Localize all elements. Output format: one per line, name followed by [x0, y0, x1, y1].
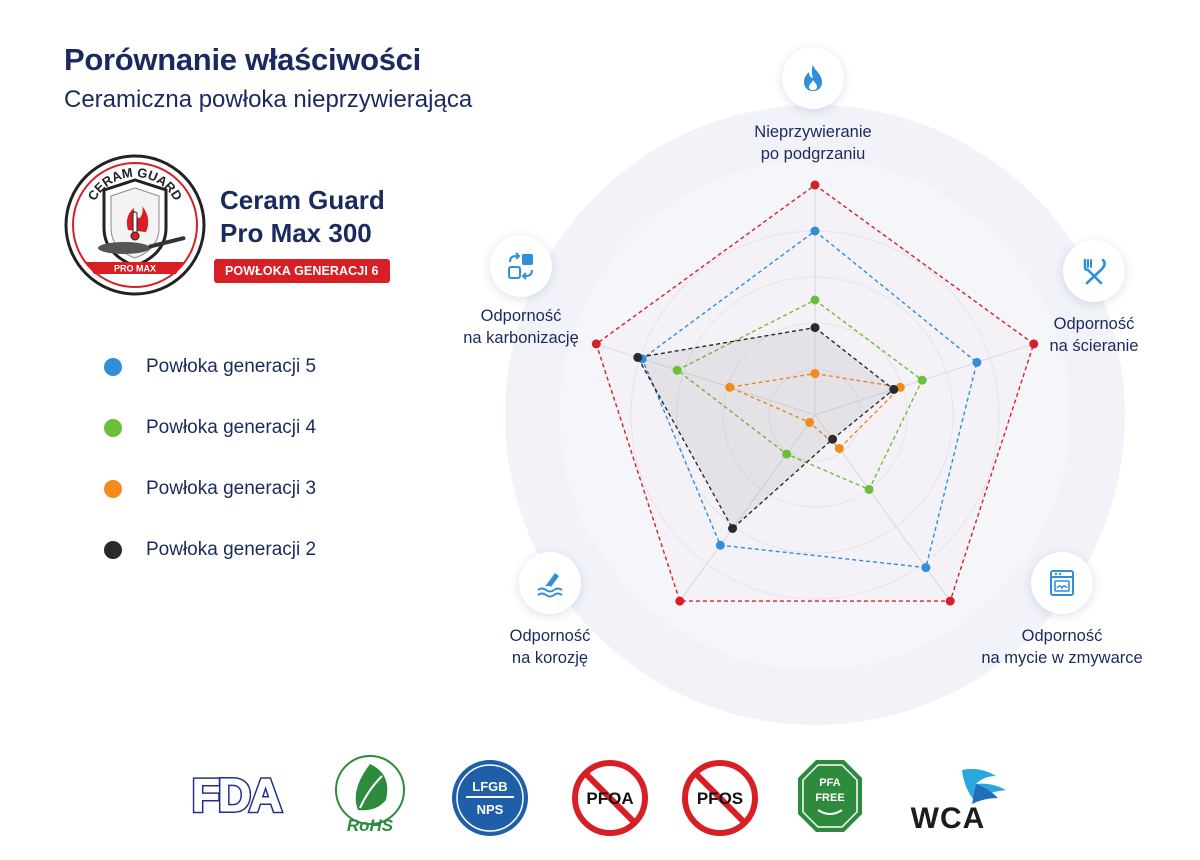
generation-badge: POWŁOKA GENERACJI 6 — [214, 259, 390, 283]
legend-dot-gen4 — [104, 418, 122, 437]
point-pow-oka-generacji-5-axis-4 — [715, 540, 725, 550]
point-pow-oka-generacji-6-axis-2 — [1029, 339, 1039, 349]
svg-text:PRO MAX: PRO MAX — [114, 264, 156, 274]
point-pow-oka-generacji-4-axis-2 — [917, 375, 927, 385]
point-pow-oka-generacji-2-axis-4 — [728, 524, 738, 534]
svg-text:FREE: FREE — [815, 792, 844, 804]
svg-text:PFA: PFA — [819, 777, 840, 789]
point-pow-oka-generacji-2-axis-2 — [889, 384, 899, 394]
legend-label-gen4: Powłoka generacji 4 — [146, 416, 317, 438]
point-pow-oka-generacji-6-axis-4 — [675, 596, 685, 606]
svg-text:LFGB: LFGB — [472, 779, 507, 794]
flame-icon — [782, 47, 844, 109]
svg-text:PFOA: PFOA — [586, 789, 633, 808]
point-pow-oka-generacji-3-axis-1 — [810, 369, 820, 379]
point-pow-oka-generacji-2-axis-3 — [828, 434, 838, 444]
axis-label-5: Odporność na karbonizację — [463, 307, 579, 347]
corrosion-icon — [519, 552, 581, 614]
pfa-free-logo: PFA FREE — [798, 760, 862, 832]
point-pow-oka-generacji-4-axis-3 — [864, 484, 874, 494]
point-pow-oka-generacji-4-axis-4 — [782, 449, 792, 459]
legend-item-gen3: Powłoka generacji 3 — [104, 458, 316, 519]
radar-spoke-4 — [679, 414, 816, 602]
legend-label-gen2: Powłoka generacji 2 — [146, 538, 317, 560]
page-subtitle: Ceramiczna powłoka nieprzywierająca — [64, 86, 473, 113]
svg-text:RoHS: RoHS — [347, 816, 394, 835]
rohs-logo: RoHS — [335, 755, 405, 835]
point-pow-oka-generacji-6-axis-5 — [591, 339, 601, 349]
point-pow-oka-generacji-3-axis-4 — [805, 417, 815, 427]
page-title: Porównanie właściwości — [64, 42, 421, 77]
fork-knife-icon — [1063, 240, 1125, 302]
series-line-pow-oka-generacji-6 — [595, 184, 1035, 602]
carbonization-icon — [490, 235, 552, 297]
point-pow-oka-generacji-3-axis-3 — [834, 443, 844, 453]
point-pow-oka-generacji-5-axis-1 — [810, 226, 820, 236]
svg-text:FDA: FDA — [192, 769, 281, 821]
legend-dot-gen3 — [104, 479, 122, 498]
chart-legend: Powłoka generacji 5 Powłoka generacji 4 … — [104, 336, 316, 580]
point-pow-oka-generacji-5-axis-2 — [972, 357, 982, 367]
svg-text:FDA: FDA — [192, 769, 281, 821]
dishwasher-icon — [1031, 552, 1093, 614]
fda-logo: FDA FDA — [190, 768, 285, 822]
svg-text:NPS: NPS — [477, 802, 504, 817]
axis-label-1: Nieprzywieranie po podgrzaniu — [754, 123, 872, 163]
point-pow-oka-generacji-5-axis-3 — [921, 563, 931, 573]
series-line-pow-oka-generacji-3 — [727, 372, 902, 450]
point-pow-oka-generacji-6-axis-3 — [945, 596, 955, 606]
legend-label-gen5: Powłoka generacji 5 — [146, 355, 317, 377]
axis-label-2: Odporność na ścieranie — [1049, 315, 1139, 355]
point-pow-oka-generacji-6-axis-1 — [810, 180, 820, 190]
wca-logo: WCA — [911, 768, 1006, 835]
ceram-guard-logo: PRO MAX CERAM GUARD — [64, 154, 206, 296]
lfgb-nps-logo: LFGB NPS — [452, 760, 528, 836]
product-name-line1: Ceram Guard — [220, 185, 385, 215]
point-pow-oka-generacji-2-axis-5 — [633, 352, 643, 362]
legend-dot-gen2 — [104, 540, 122, 559]
axis-label-3: Odporność na mycie w zmywarce — [981, 627, 1143, 667]
legend-dot-gen5 — [104, 357, 122, 376]
pfos-free-logo: PFOS — [682, 760, 758, 836]
legend-item-gen2: Powłoka generacji 2 — [104, 519, 316, 580]
svg-text:PFOS: PFOS — [697, 789, 743, 808]
radar-chart — [505, 105, 1125, 725]
product-name: Ceram Guard Pro Max 300 — [220, 184, 385, 250]
point-pow-oka-generacji-3-axis-5 — [725, 382, 735, 392]
axis-label-4: Odporność na korozję — [509, 627, 591, 667]
point-pow-oka-generacji-2-axis-1 — [810, 323, 820, 333]
legend-item-gen5: Powłoka generacji 5 — [104, 336, 316, 397]
series-line-pow-oka-generacji-5 — [641, 230, 978, 569]
legend-label-gen3: Powłoka generacji 3 — [146, 477, 317, 499]
legend-item-gen4: Powłoka generacji 4 — [104, 397, 316, 458]
point-pow-oka-generacji-4-axis-5 — [672, 365, 682, 375]
product-name-line2: Pro Max 300 — [220, 218, 372, 248]
svg-text:WCA: WCA — [911, 802, 986, 835]
point-pow-oka-generacji-4-axis-1 — [810, 295, 820, 305]
series-line-pow-oka-generacji-2 — [636, 326, 895, 530]
pfoa-free-logo: PFOA — [572, 760, 648, 836]
radar-spoke-5 — [596, 343, 816, 416]
